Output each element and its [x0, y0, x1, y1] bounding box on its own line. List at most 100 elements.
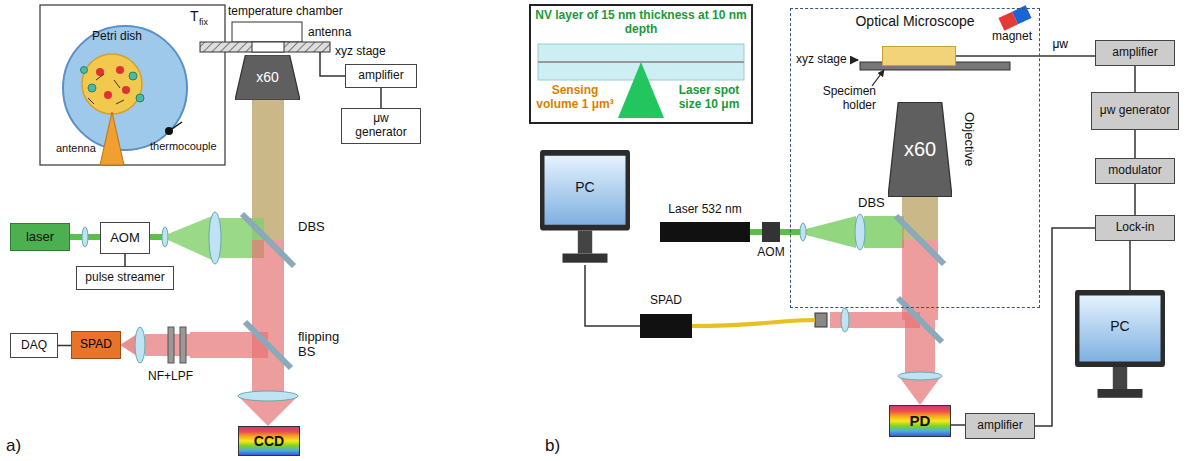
daq-box: DAQ [10, 333, 58, 358]
text-label: xyz stage [796, 53, 847, 67]
node-text: Laser 532 nm [660, 203, 750, 217]
node-text: AOM [751, 246, 791, 260]
dichroic-mirror [896, 216, 944, 264]
signal-wire [951, 424, 965, 426]
text-label: Objective [961, 112, 976, 166]
node-text: μw generator [342, 112, 420, 140]
node-text: x60 [252, 69, 283, 85]
notch-filter [168, 327, 174, 363]
text-label: fix [199, 17, 208, 27]
text-label: DBS [858, 196, 885, 211]
fiber-coupler [815, 313, 827, 327]
node-text: modulator [1104, 164, 1165, 178]
node-text: x60 [900, 138, 940, 161]
mixed-beam [902, 197, 938, 240]
inset-frame [530, 5, 752, 123]
text-label: T [190, 8, 199, 24]
laser-cone [618, 62, 664, 118]
node-text: laser [22, 230, 58, 245]
lens [135, 327, 145, 363]
node-text: Optical Microscope [851, 13, 978, 29]
specimen-holder: Specimen holder [882, 46, 956, 66]
antenna-strip [100, 112, 124, 165]
text-label: antenna [308, 26, 351, 40]
lockin-box: Lock-in [1095, 215, 1175, 241]
signal-wire [124, 254, 126, 266]
expanding-beam [168, 216, 212, 260]
text-label: NV layer of 15 nm thickness at 10 nm dep… [534, 9, 748, 37]
text-label: Petri dish [92, 30, 142, 44]
lens [898, 372, 942, 380]
flipping-beamsplitter [245, 322, 291, 368]
signal-wire [1134, 130, 1136, 158]
lens [162, 227, 168, 247]
microscope-region: Optical MicroscopeSpecimen holder x60 [790, 8, 1040, 308]
pulse-streamer-box: pulse streamer [76, 266, 173, 290]
longpass-filter [180, 327, 186, 363]
photodiode: PD [889, 405, 951, 437]
objective-lens: x60 [235, 55, 300, 100]
optical-fiber [692, 320, 815, 326]
laser-box: laser [10, 223, 70, 251]
node-text: amplifier [1108, 46, 1161, 60]
ccd-camera: CCD [238, 426, 300, 456]
text-label: flipping BS [298, 330, 356, 360]
holder-pointer [872, 70, 884, 86]
expanding-beam [806, 216, 856, 248]
text-label: NF+LPF [148, 370, 193, 384]
dichroic-mirror [242, 214, 294, 266]
temperature-chamber [232, 22, 302, 42]
petri-dish [63, 26, 187, 150]
computer-monitor: PC [540, 150, 630, 265]
node-text: amplifier [973, 419, 1026, 433]
lens [855, 214, 865, 250]
node-text: SPAD [636, 294, 696, 308]
signal-wire [1134, 66, 1136, 92]
aom-box: AOM [762, 222, 780, 242]
node-text: pulse streamer [81, 271, 168, 285]
stage-aperture [252, 42, 284, 52]
signal-wire [585, 265, 640, 326]
text-label: magnet [992, 30, 1032, 44]
node-text: PC [1106, 318, 1133, 334]
node-text: AOM [106, 231, 144, 246]
generator-box: μw generator [341, 108, 421, 144]
cells [81, 66, 145, 104]
node-text: Specimen holder [801, 85, 876, 113]
node-text: PC [571, 179, 598, 195]
node-text: amplifier [354, 69, 407, 83]
fluorescence-beam [252, 240, 284, 345]
focused-beam [120, 334, 137, 356]
node-text: μw generator [1096, 104, 1174, 118]
lens [209, 212, 221, 264]
text-label: xyz stage [335, 45, 386, 59]
spad-detector: SPAD [71, 331, 121, 359]
node-text: PD [906, 412, 935, 429]
signal-wire [58, 345, 71, 347]
magnet-icon [998, 5, 1031, 30]
signal-wire [956, 55, 1095, 57]
text-label: temperature chamber [228, 5, 343, 19]
lens [82, 227, 88, 247]
computer-monitor: PC [1075, 290, 1165, 400]
amplifier-box: amplifier [965, 413, 1035, 439]
amplifier-box: amplifier [1095, 40, 1175, 66]
signal-wire [380, 88, 382, 108]
laser-beam [750, 229, 762, 235]
sample-drop [82, 54, 142, 114]
lens [238, 391, 298, 401]
amplifier-box: amplifier [345, 64, 417, 88]
aom-box: AOM [100, 222, 150, 254]
text-label: Sensing volume 1 μm³ [536, 84, 614, 112]
node-text: CCD [250, 433, 288, 449]
generator-box: μw generator [1091, 92, 1179, 130]
wire-label: μw [1050, 38, 1070, 51]
lens [800, 223, 806, 241]
inset-frame [40, 5, 225, 165]
laser-box: Laser 532 nm [660, 222, 750, 242]
spad-detector: SPAD [640, 314, 692, 338]
node-text: DAQ [17, 339, 51, 353]
monitor-outline [1075, 290, 1165, 400]
modulator-box: modulator [1095, 158, 1175, 184]
focused-beam [240, 398, 296, 426]
